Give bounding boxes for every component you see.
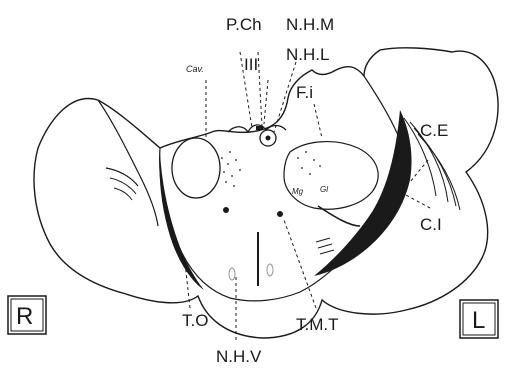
label-tmt: T.M.T <box>296 315 339 334</box>
dot-left <box>223 207 229 213</box>
label-ci: C.I <box>420 215 442 234</box>
dot-right <box>277 211 283 217</box>
label-nhl: N.H.L <box>286 45 329 64</box>
geniculate-body <box>284 142 378 210</box>
label-to: T.O <box>182 311 208 330</box>
temporal-lobe-right-inner <box>98 100 158 226</box>
orientation-label-right: R <box>16 303 33 330</box>
tract-right <box>159 152 204 290</box>
stippled-region <box>221 151 321 187</box>
label-ce: C.E <box>420 121 448 140</box>
section-outline <box>34 48 498 338</box>
orientation-label-left: L <box>472 307 485 334</box>
cavity-outline <box>172 138 220 198</box>
label-nhm: N.H.M <box>286 15 334 34</box>
label-iii: III <box>244 55 258 74</box>
left-lobe-inner <box>364 76 400 140</box>
label-cav: Cav. <box>186 64 204 74</box>
label-pch: P.Ch <box>226 15 262 34</box>
label-mg: Mg <box>292 187 304 196</box>
label-nhv: N.H.V <box>216 347 262 366</box>
label-gl: Gl <box>320 185 328 194</box>
label-fi: F.i <box>296 83 313 102</box>
nucleus-nhm-mark <box>256 126 263 130</box>
